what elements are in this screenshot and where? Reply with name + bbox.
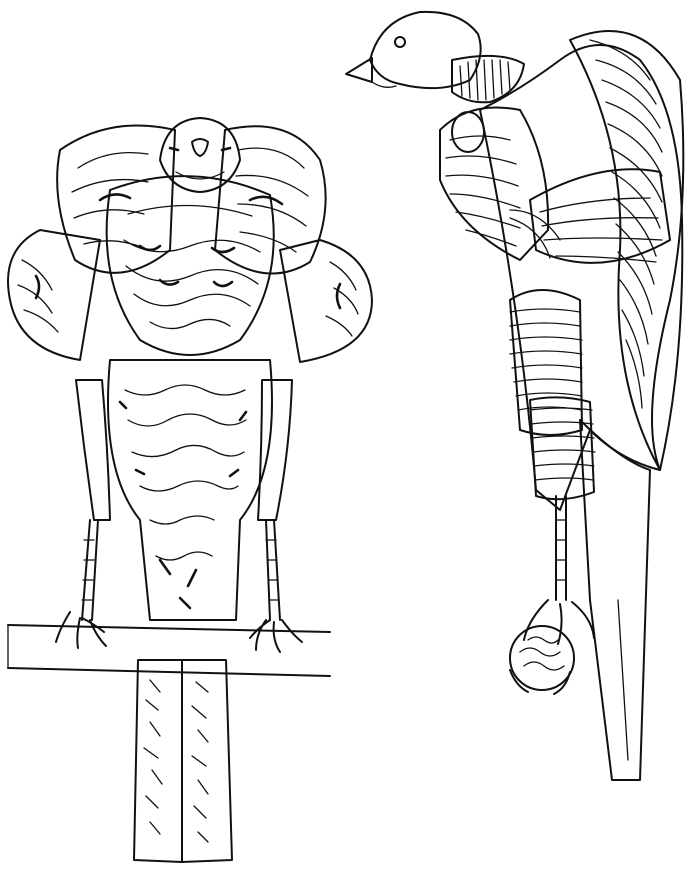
side-view-bird bbox=[346, 12, 683, 780]
round-perch bbox=[510, 626, 574, 694]
shoulder-frill bbox=[510, 169, 670, 263]
tail bbox=[134, 660, 232, 862]
nape-frill bbox=[452, 56, 524, 102]
beak bbox=[346, 58, 372, 82]
belly-frill bbox=[510, 290, 582, 435]
long-tail bbox=[580, 420, 650, 780]
head bbox=[160, 118, 240, 192]
perch-bar bbox=[8, 625, 330, 676]
belly bbox=[108, 360, 272, 620]
right-frill bbox=[280, 240, 372, 362]
front-view-bird bbox=[8, 118, 372, 862]
eye bbox=[395, 37, 405, 47]
leg-feathers bbox=[530, 397, 595, 499]
legs bbox=[56, 380, 302, 652]
left-frill bbox=[8, 230, 100, 360]
chest-frill bbox=[107, 176, 274, 355]
leg-foot bbox=[524, 496, 594, 644]
wing bbox=[570, 31, 683, 470]
